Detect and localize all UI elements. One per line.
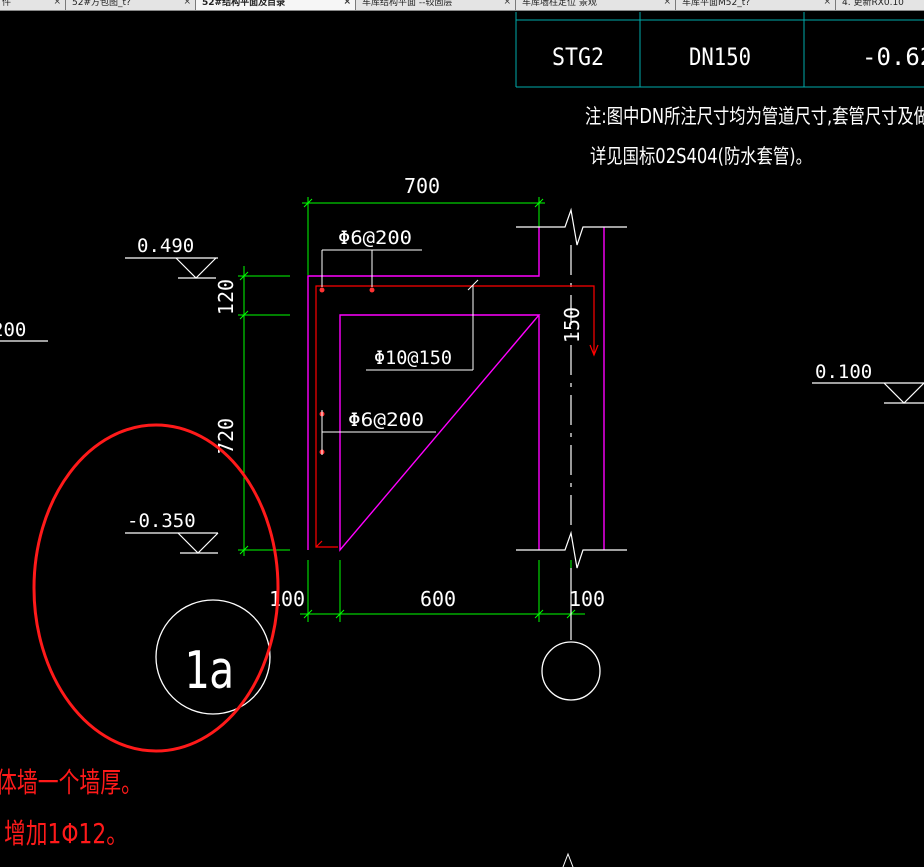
- fragment-mark: [562, 852, 574, 867]
- tab-label: 件: [2, 0, 12, 8]
- dim-right-top: 150: [560, 307, 584, 343]
- detail-callout-label: 1a: [184, 641, 234, 701]
- note-line-1: 注:图中DN所注尺寸均为管道尺寸,套管尺寸及做: [585, 104, 924, 128]
- close-icon[interactable]: ×: [183, 0, 191, 7]
- tab-5[interactable]: 车库平面M52_t? ×: [676, 0, 836, 10]
- grid-axis-bubble: [541, 641, 601, 701]
- elevation-left-bottom: -0.350: [127, 510, 196, 532]
- elevation-right: 0.100: [815, 361, 872, 383]
- tab-label: 4. 更新RX0.10: [842, 0, 904, 8]
- rebar-label-top: Φ6@200: [338, 227, 412, 249]
- tab-label: 车库平面M52_t?: [682, 0, 751, 8]
- dim-bottom-right: 100: [569, 587, 605, 611]
- tab-label: 车库墙柱定位 景观: [522, 0, 597, 8]
- dim-bottom-mid: 600: [420, 587, 456, 611]
- dim-bottom-left: 100: [269, 587, 305, 611]
- wall-section-outline: [307, 227, 541, 552]
- tab-1[interactable]: 52#方包图_t? ×: [66, 0, 196, 10]
- close-icon[interactable]: ×: [53, 0, 61, 7]
- table-size-cell: DN150: [689, 43, 751, 71]
- tab-label: 52#方包图_t?: [72, 0, 131, 8]
- close-icon[interactable]: ×: [503, 0, 511, 7]
- elevation-symbols: [0, 257, 924, 554]
- red-note-line-1: 体墙一个墙厚。: [0, 766, 142, 799]
- document-tab-bar: 件× 52#方包图_t?× 52#结构平面及目录× 车库结构平面 --较固层× …: [0, 0, 924, 11]
- elevation-left-top: 0.490: [137, 235, 194, 257]
- dim-left-top: 120: [214, 279, 238, 315]
- tab-label: 车库结构平面 --较固层: [362, 0, 453, 8]
- rebar-label-mid: Φ6@200: [348, 409, 424, 431]
- tab-0[interactable]: 件×: [0, 0, 66, 10]
- tab-4[interactable]: 车库墙柱定位 景观 ×: [516, 0, 676, 10]
- note-line-2: 详见国标02S404(防水套管)。: [590, 144, 812, 168]
- pipe-sleeve-table: [515, 12, 924, 88]
- close-icon[interactable]: ×: [823, 0, 831, 7]
- dim-top-width: 700: [404, 174, 440, 198]
- red-note-line-2: 增加1Φ12。: [4, 817, 128, 850]
- elevation-far-left: 200: [0, 319, 26, 341]
- tab-label: 52#结构平面及目录: [202, 0, 286, 8]
- tab-2-active[interactable]: 52#结构平面及目录 ×: [196, 0, 356, 10]
- table-elevation-cell: -0.625: [862, 43, 924, 71]
- wall-break-lines: [516, 207, 627, 640]
- detail-callout-circle: [155, 599, 271, 715]
- rebar-label-main: Φ10@150: [374, 347, 452, 369]
- markup-ellipse[interactable]: [32, 423, 280, 753]
- rebar-leaders: [321, 249, 479, 455]
- close-icon[interactable]: ×: [343, 0, 351, 7]
- close-icon[interactable]: ×: [663, 0, 671, 7]
- tab-3[interactable]: 车库结构平面 --较固层 ×: [356, 0, 516, 10]
- rebar-lines: [315, 285, 599, 548]
- table-code-cell: STG2: [552, 43, 604, 71]
